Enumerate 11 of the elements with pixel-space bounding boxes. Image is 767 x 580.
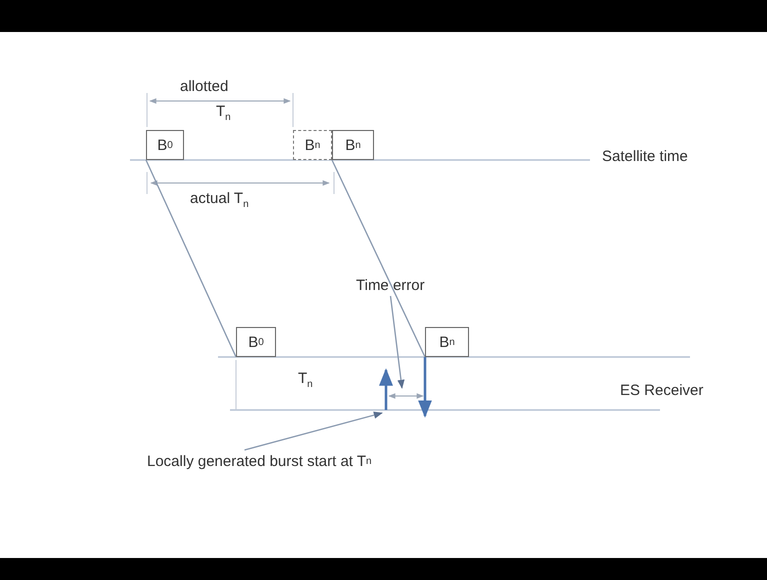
dimension-label: actual T$_{n}$	[190, 190, 249, 210]
dimension-label: T$_{n}$	[216, 103, 231, 123]
leader-line	[390, 296, 405, 389]
axis-label: ES Receiver	[620, 382, 704, 399]
annotation-text: Time error	[356, 274, 425, 296]
propagation-line	[145, 160, 237, 358]
dimension-label: T$_{n}$	[298, 370, 313, 390]
leader-line	[244, 412, 383, 451]
dimension-label: allotted	[180, 78, 228, 95]
propagation-line	[331, 160, 426, 358]
axis-label: Satellite time	[602, 148, 688, 165]
